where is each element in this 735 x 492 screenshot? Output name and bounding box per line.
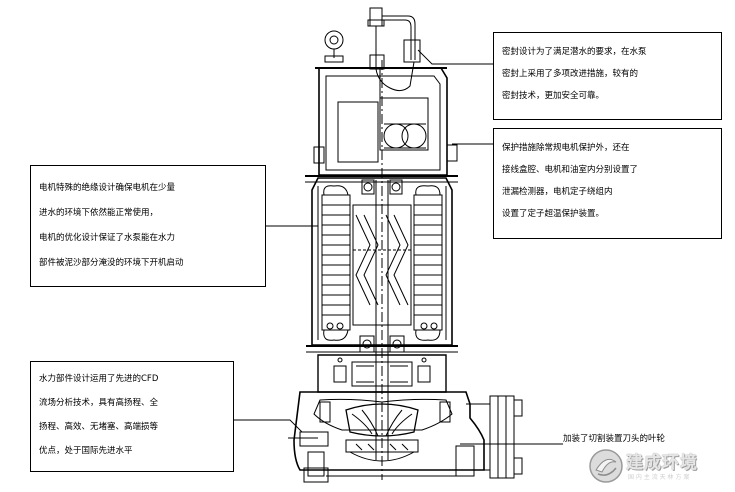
note-cutter: 加装了切割装置刀头的叶轮 bbox=[563, 434, 666, 444]
note-motor-line: 部件被泥沙部分淹没的环境下开机启动 bbox=[39, 258, 184, 268]
watermark-logo: 建成环境 国 内 主 流 天 林 方 案 bbox=[586, 444, 726, 488]
logo-mark-icon bbox=[589, 449, 623, 483]
stator-end-turns bbox=[323, 185, 441, 341]
note-hydraulic: 水力部件设计运用了先进的CFD 流场分析技术，具有高扬程、全 扬程、高效、无堵塞… bbox=[30, 361, 234, 472]
cutter-head bbox=[288, 431, 419, 462]
note-hydraulic-line: 扬程、高效、无堵塞、高端损等 bbox=[39, 422, 159, 432]
note-protection: 保护措施除常规电机保护外，还在 接线盒腔、电机和油室内分别设置了 泄漏检测器，电… bbox=[493, 128, 722, 239]
pump-shaft bbox=[375, 60, 389, 480]
note-protection-line: 设置了定子超温保护装置。 bbox=[502, 209, 605, 219]
impeller bbox=[345, 403, 419, 437]
note-hydraulic-line: 优点，处于国际先进水平 bbox=[39, 446, 133, 456]
note-hydraulic-line: 流场分析技术，具有高扬程、全 bbox=[39, 398, 159, 408]
lower-bearing bbox=[359, 335, 405, 353]
logo-tagline: 国 内 主 流 天 林 方 案 bbox=[628, 474, 690, 481]
motor-casing bbox=[305, 175, 458, 353]
discharge-flange bbox=[466, 395, 523, 479]
volute-casing bbox=[293, 391, 485, 471]
junction-box-housing bbox=[313, 67, 458, 176]
note-seal: 密封设计为了满足潜水的要求，在水泵 密封上采用了多项改进措施，较有的 密封技术，… bbox=[493, 32, 722, 120]
note-seal-line: 密封设计为了满足潜水的要求，在水泵 bbox=[502, 47, 647, 57]
note-protection-line: 保护措施除常规电机保护外，还在 bbox=[502, 143, 630, 153]
stator-winding-left bbox=[321, 194, 351, 331]
note-motor: 电机特殊的绝缘设计确保电机在少量 进水的环境下依然能正常使用， 电机的优化设计保… bbox=[30, 165, 266, 287]
note-seal-line: 密封上采用了多项改进措施，较有的 bbox=[502, 69, 639, 79]
note-seal-line: 密封技术，更加安全可靠。 bbox=[502, 91, 605, 101]
lifting-eye bbox=[324, 30, 344, 63]
cable-gland bbox=[367, 7, 421, 92]
note-protection-line: 泄漏检测器，电机定子绕组内 bbox=[502, 187, 613, 197]
base-foot bbox=[303, 445, 475, 483]
note-motor-line: 进水的环境下依然能正常使用， bbox=[39, 208, 159, 218]
note-protection-line: 接线盒腔、电机和油室内分别设置了 bbox=[502, 165, 639, 175]
note-motor-line: 电机的优化设计保证了水泵能在水力 bbox=[39, 233, 176, 243]
upper-bearing bbox=[361, 179, 403, 195]
note-hydraulic-line: 水力部件设计运用了先进的CFD bbox=[39, 374, 159, 384]
logo-name: 建成环境 bbox=[626, 453, 698, 473]
note-motor-line: 电机特殊的绝缘设计确保电机在少量 bbox=[39, 183, 176, 193]
stator-winding-right bbox=[413, 194, 443, 331]
leader-lines bbox=[234, 49, 563, 445]
